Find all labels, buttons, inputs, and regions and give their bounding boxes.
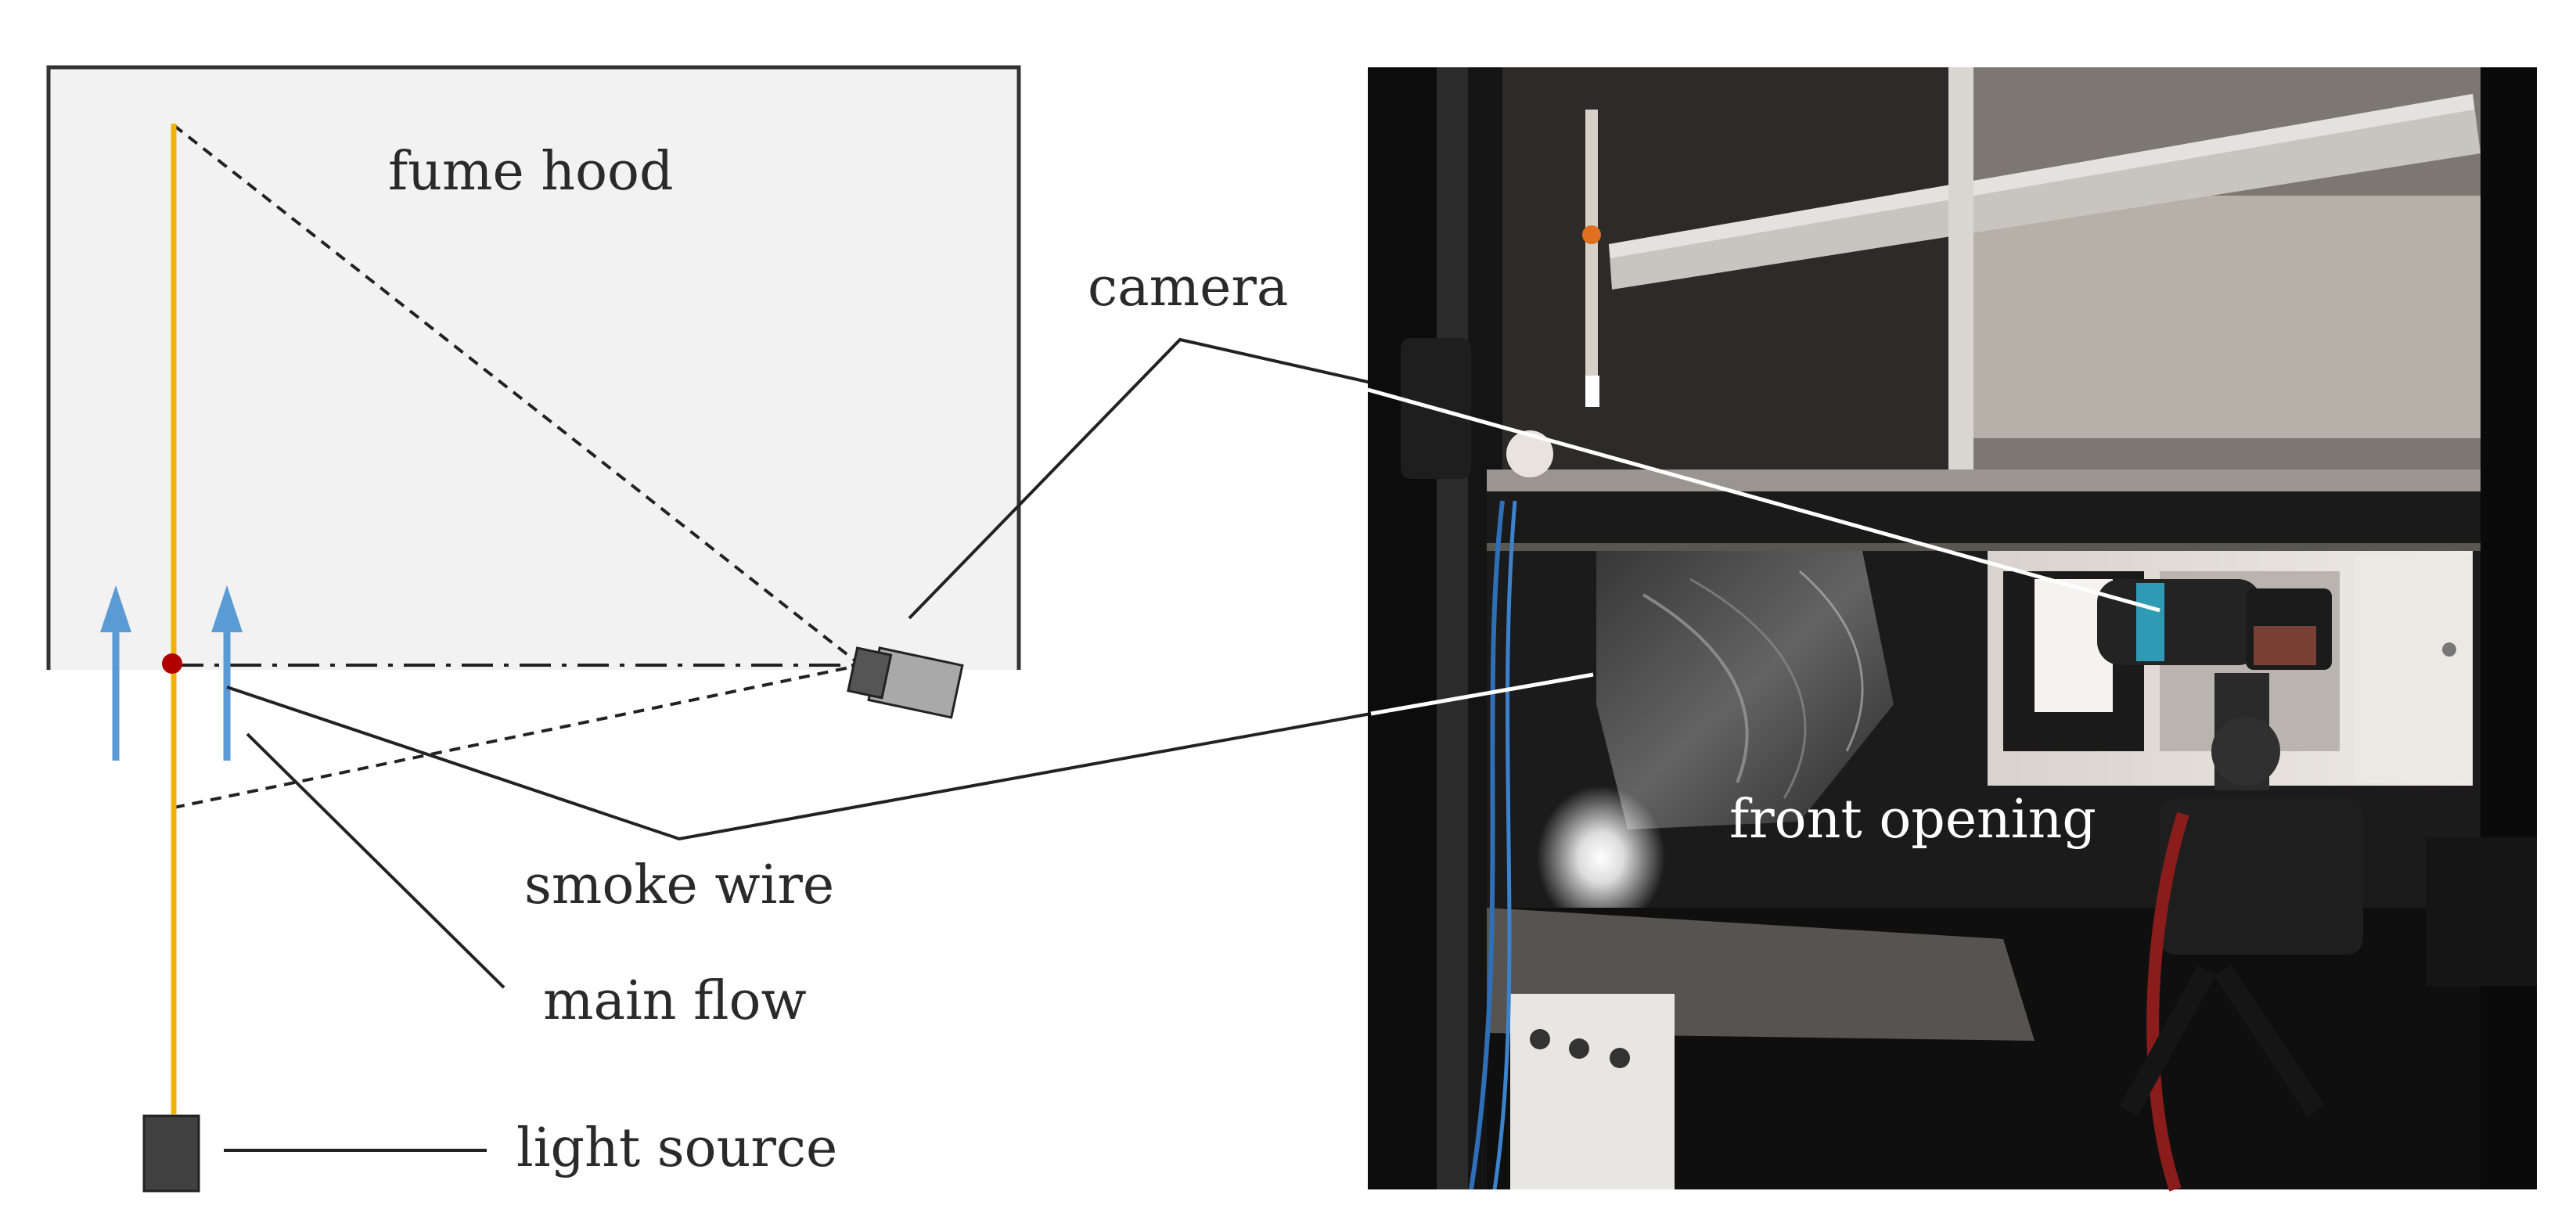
field-of-view-top — [172, 124, 862, 667]
fume-hood-outline — [46, 65, 1021, 670]
leader-camera — [908, 337, 1403, 620]
photo-leader-camera — [1367, 387, 2160, 613]
light-source-label: light source — [516, 1117, 837, 1179]
light-glow — [1537, 786, 1665, 930]
schematic-diagram: fume hood camera smoke wire main flow li… — [46, 65, 1403, 1193]
leader-main-flow — [246, 732, 505, 989]
leader-smoke-wire — [226, 685, 1372, 841]
dot-icon — [162, 653, 182, 674]
arrow-up-icon — [211, 585, 243, 761]
photo-leader-front-opening — [1370, 672, 1594, 716]
setup-photograph: front opening — [1367, 67, 2537, 1192]
light-source-icon — [142, 1114, 200, 1193]
smoke-wire-label: smoke wire — [524, 855, 834, 916]
main-flow-label: main flow — [543, 970, 807, 1032]
fume-hood-label: fume hood — [388, 141, 674, 203]
smoke-plume — [1596, 551, 1894, 829]
photo-camera — [2097, 579, 2363, 1192]
arrow-up-icon — [100, 585, 131, 761]
fume-hood-box — [49, 67, 1019, 670]
camera-icon — [847, 646, 964, 719]
camera-label: camera — [1088, 257, 1288, 318]
field-of-view-bottom — [173, 664, 862, 809]
front-opening-label: front opening — [1729, 789, 2096, 851]
